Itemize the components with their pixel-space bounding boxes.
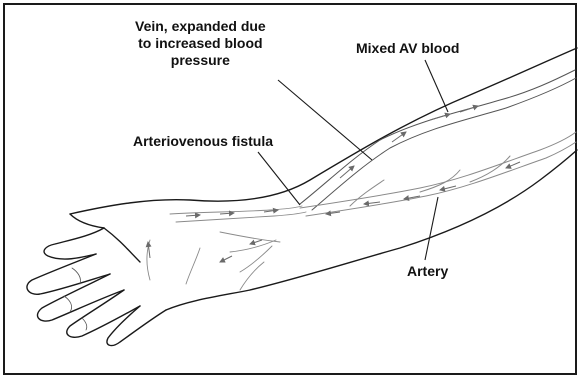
label-vein-line3: pressure xyxy=(135,52,266,69)
expanded-vein xyxy=(300,70,576,210)
pointer-mixed xyxy=(425,60,448,112)
pointer-artery xyxy=(425,197,438,260)
label-expanded-vein: Vein, expanded due to increased blood pr… xyxy=(135,18,266,69)
pointer-vein xyxy=(278,80,372,160)
arm-outline xyxy=(27,48,577,345)
label-artery: Artery xyxy=(407,263,448,280)
label-mixed-av-blood: Mixed AV blood xyxy=(356,40,459,57)
label-arteriovenous-fistula: Arteriovenous fistula xyxy=(133,133,273,150)
flow-arrows xyxy=(148,106,520,262)
label-vein-line1: Vein, expanded due xyxy=(135,18,266,35)
label-vein-line2: to increased blood xyxy=(135,35,266,52)
artery-vessel xyxy=(300,132,576,216)
hand-veins xyxy=(147,206,306,290)
